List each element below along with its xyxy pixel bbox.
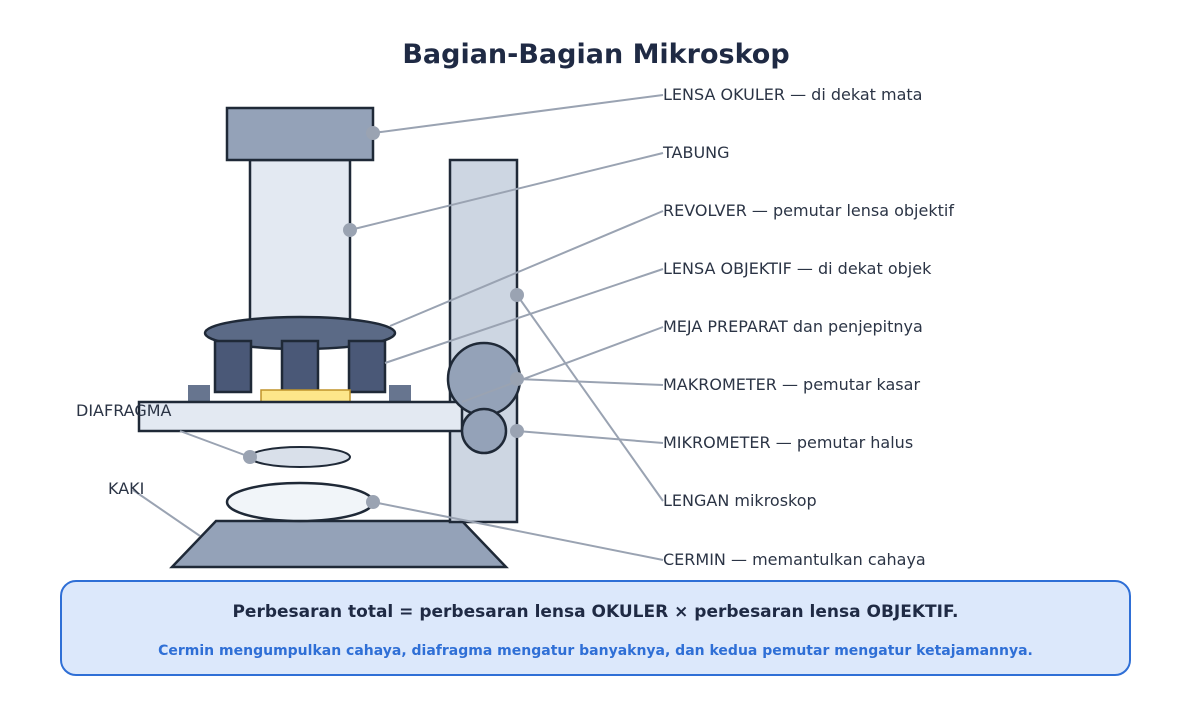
coarse-focus-knob bbox=[446, 341, 522, 417]
objective-lens-2 bbox=[280, 339, 320, 394]
stage-clip-right bbox=[389, 385, 411, 402]
label-kaki: KAKI bbox=[108, 479, 144, 498]
microscope-illustration bbox=[137, 106, 522, 569]
ocular-lens bbox=[225, 106, 375, 162]
label-diafragma: DIAFRAGMA bbox=[76, 401, 172, 420]
leader-okuler bbox=[372, 94, 664, 134]
magnification-info-box: Perbesaran total = perbesaran lensa OKUL… bbox=[60, 580, 1131, 676]
leader-objektif bbox=[384, 268, 664, 364]
label-revolver: REVOLVER — pemutar lensa objektif bbox=[663, 201, 954, 220]
label-lengan: LENGAN mikroskop bbox=[663, 491, 817, 510]
magnification-formula: Perbesaran total = perbesaran lensa OKUL… bbox=[232, 602, 959, 622]
stage-table bbox=[137, 400, 464, 433]
leader-diafragma bbox=[179, 430, 251, 458]
leader-tabung bbox=[349, 152, 664, 231]
label-objektif: LENSA OBJEKTIF — di dekat objek bbox=[663, 259, 932, 278]
dot-cermin bbox=[366, 495, 380, 509]
dot-tabung bbox=[343, 223, 357, 237]
objective-lens-3 bbox=[347, 339, 387, 394]
stage-clip-left bbox=[188, 385, 210, 402]
leader-mikrometer bbox=[516, 430, 664, 444]
leader-lines bbox=[132, 94, 664, 561]
leader-cermin bbox=[372, 501, 664, 561]
dot-okuler bbox=[366, 126, 380, 140]
leader-revolver bbox=[389, 210, 664, 327]
leader-lengan bbox=[516, 294, 664, 502]
label-mikrometer: MIKROMETER — pemutar halus bbox=[663, 433, 913, 452]
labels-left: DIAFRAGMA KAKI bbox=[76, 401, 172, 498]
dot-mikrometer bbox=[510, 424, 524, 438]
dot-makrometer bbox=[510, 372, 524, 386]
label-cermin: CERMIN — memantulkan cahaya bbox=[663, 550, 926, 569]
leader-makrometer bbox=[516, 378, 664, 386]
fine-focus-knob bbox=[460, 407, 508, 455]
label-tabung: TABUNG bbox=[662, 143, 730, 162]
arm bbox=[448, 158, 519, 524]
leader-meja bbox=[461, 326, 664, 403]
tube bbox=[248, 158, 352, 332]
diaphragm bbox=[249, 446, 351, 468]
leader-kaki bbox=[132, 489, 201, 537]
base-foot bbox=[169, 519, 509, 569]
dot-lengan bbox=[510, 288, 524, 302]
label-meja: MEJA PREPARAT dan penjepitnya bbox=[663, 317, 923, 336]
objective-lens-1 bbox=[213, 339, 253, 394]
mirror bbox=[225, 481, 375, 523]
label-makrometer: MAKROMETER — pemutar kasar bbox=[663, 375, 920, 394]
dot-diafragma bbox=[243, 450, 257, 464]
label-okuler: LENSA OKULER — di dekat mata bbox=[663, 85, 922, 104]
light-focus-note: Cermin mengumpulkan cahaya, diafragma me… bbox=[158, 643, 1033, 659]
labels-right: LENSA OKULER — di dekat mata TABUNG REVO… bbox=[662, 85, 954, 569]
page-title: Bagian-Bagian Mikroskop bbox=[402, 39, 789, 70]
